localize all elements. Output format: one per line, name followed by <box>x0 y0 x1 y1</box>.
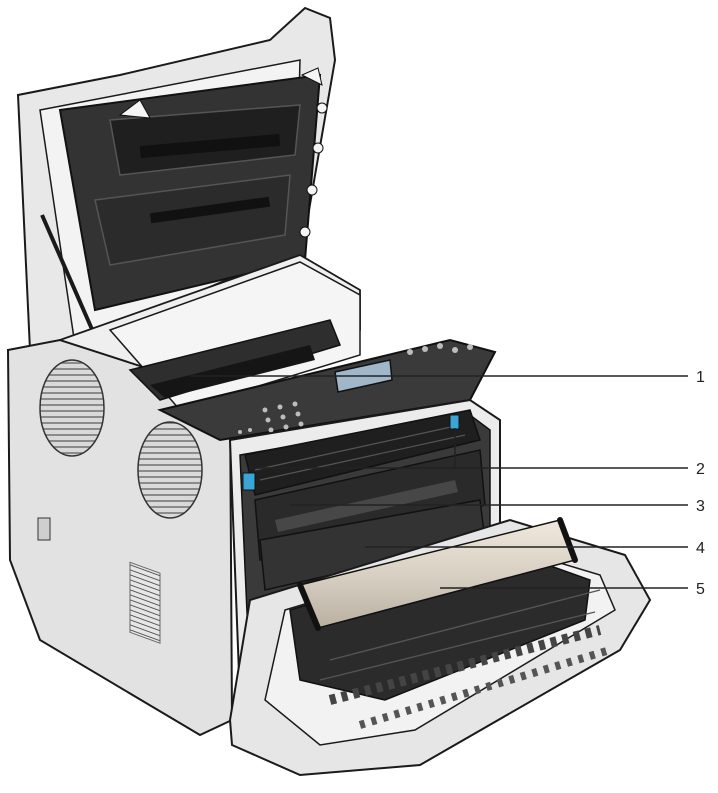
callout-label-4: 4 <box>696 540 705 557</box>
fusing-unit <box>242 409 481 496</box>
callout-label-2: 2 <box>696 461 705 478</box>
callout-label-5: 5 <box>696 581 705 598</box>
callout-label-3: 3 <box>696 498 705 515</box>
callout-labels: 1 2 3 4 5 <box>696 369 705 598</box>
lever-right-blue[interactable] <box>449 414 460 430</box>
lever-left-blue[interactable] <box>242 472 256 491</box>
top-cover <box>16 6 337 376</box>
inner-top-area <box>108 261 361 411</box>
callout-lines <box>190 375 688 589</box>
callout-label-1: 1 <box>696 369 705 386</box>
